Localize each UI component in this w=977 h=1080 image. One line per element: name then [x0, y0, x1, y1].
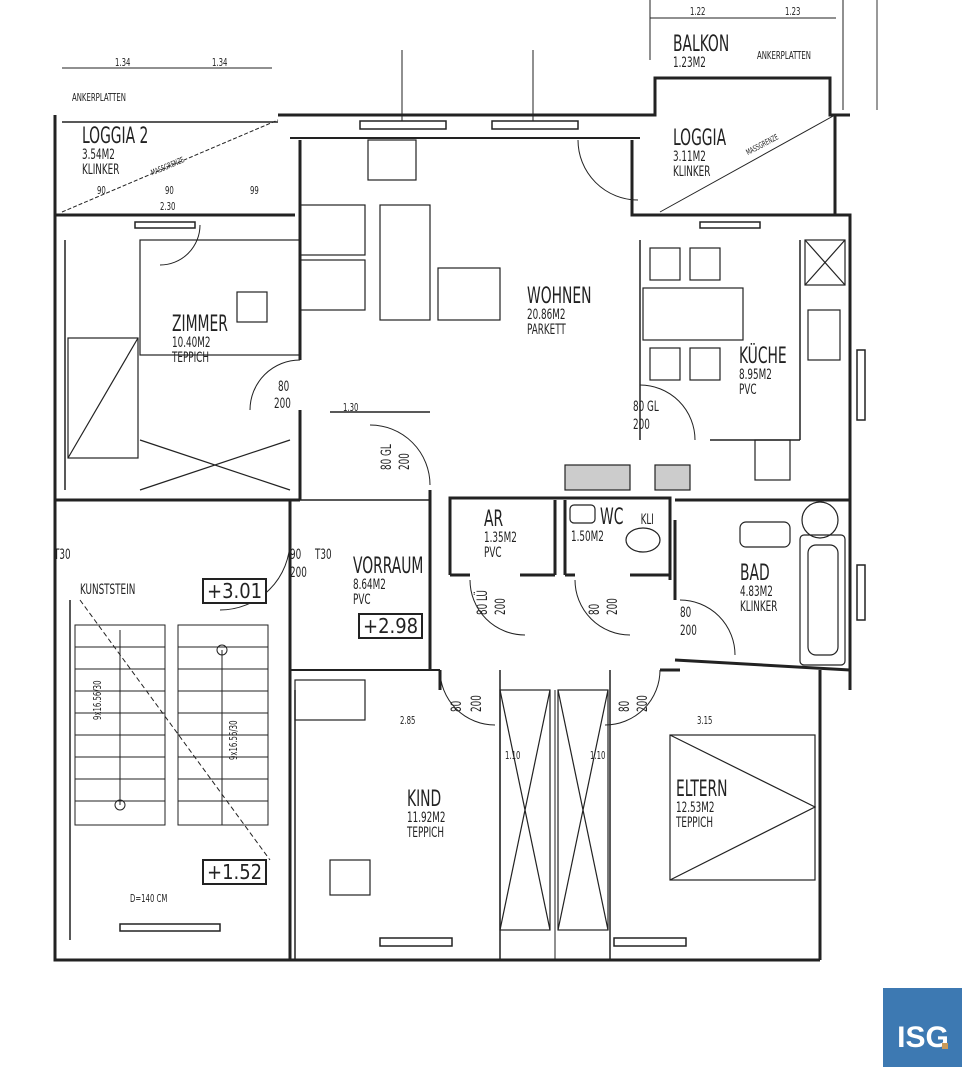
room-name: KÜCHE — [739, 344, 787, 369]
room-bad: BAD 4.83M2 KLINKER — [740, 562, 777, 614]
level-marker-lower: +1.52 — [202, 859, 268, 885]
room-eltern: ELTERN 12.53M2 TEPPICH — [676, 778, 728, 830]
level-marker-vorraum: +2.98 — [358, 613, 424, 639]
t30-label: T30 — [54, 547, 71, 563]
dim-text: 1.34 — [212, 56, 228, 69]
room-wc-area: 1.50M2 — [571, 529, 604, 545]
room-ar: AR 1.35M2 PVC — [484, 508, 517, 560]
stair-width: D=140 CM — [130, 892, 168, 905]
room-area: 8.95M2 — [739, 367, 772, 384]
room-name: ZIMMER — [172, 312, 228, 337]
room-wc: WC KLI — [600, 506, 654, 529]
dim-text: 1.34 — [115, 56, 131, 69]
room-floor: TEPPICH — [676, 814, 713, 831]
room-area: 1.35M2 — [484, 530, 517, 547]
room-area: 3.11M2 — [673, 149, 706, 166]
room-loggia: LOGGIA 3.11M2 KLINKER — [673, 127, 726, 179]
room-area: 11.92M2 — [407, 810, 446, 827]
room-floor: PVC — [739, 381, 757, 398]
dim-text: 1.22 — [690, 5, 706, 18]
dim-text: 80 — [587, 603, 603, 615]
dim-text: 200 — [469, 695, 485, 712]
room-name: BALKON — [673, 32, 730, 57]
room-balkon: BALKON 1.23M2 — [673, 33, 729, 71]
room-kueche: KÜCHE 8.95M2 PVC — [739, 345, 787, 397]
room-name: VORRAUM — [353, 554, 424, 579]
room-floor: KLINKER — [82, 161, 120, 178]
room-vorraum: VORRAUM 8.64M2 PVC — [353, 555, 423, 607]
dim-text: 80 — [278, 379, 290, 395]
logo-accent-dot — [941, 1043, 948, 1049]
dim-text: 1.10 — [505, 749, 521, 762]
dim-text: 80 GL — [379, 444, 395, 470]
logo-text: ISG — [897, 1021, 949, 1054]
dim-text: 200 — [274, 396, 291, 412]
room-floor: KLINKER — [673, 163, 711, 180]
dim-text: 2.85 — [400, 714, 416, 727]
dim-text: 80 — [449, 700, 465, 712]
dim-text: 80 GL — [633, 399, 659, 415]
room-name: LOGGIA 2 — [82, 124, 149, 149]
dim-text: 200 — [397, 453, 413, 470]
dim-text: 200 — [680, 623, 697, 639]
dim-text: 80 LÜ — [475, 590, 491, 615]
room-name: BAD — [740, 561, 770, 586]
room-floor: PVC — [353, 591, 371, 608]
dim-text: 3.15 — [697, 714, 713, 727]
dim-text: 1.30 — [343, 401, 359, 414]
room-area: 4.83M2 — [740, 584, 773, 601]
room-extra: KLI — [640, 512, 654, 528]
room-name: AR — [484, 507, 504, 532]
room-floor: TEPPICH — [172, 349, 209, 366]
isg-logo: ISG — [883, 988, 962, 1067]
room-area: 10.40M2 — [172, 335, 211, 352]
ankerplatten-left: ANKERPLATTEN — [72, 91, 126, 104]
level-marker-upper: +3.01 — [202, 578, 268, 604]
room-name: KIND — [407, 787, 442, 812]
dim-text: 90 — [290, 547, 302, 563]
room-area: 20.86M2 — [527, 307, 566, 324]
room-floor: PARKETT — [527, 321, 566, 338]
room-name: ELTERN — [676, 777, 728, 802]
stair-label-down: 9x16.56/30 — [227, 720, 240, 760]
dim-text: 90 — [165, 184, 174, 197]
t30-door-label: T30 — [315, 547, 332, 563]
dim-text: 99 — [250, 184, 259, 197]
room-loggia2: LOGGIA 2 3.54M2 KLINKER — [82, 125, 148, 177]
dim-text: 1.23 — [785, 5, 801, 18]
dim-text: 90 — [97, 184, 106, 197]
room-name: LOGGIA — [673, 126, 727, 151]
dim-text: 1.10 — [590, 749, 606, 762]
ankerplatten-right: ANKERPLATTEN — [757, 49, 811, 62]
room-area: 8.64M2 — [353, 577, 386, 594]
room-name: WC — [600, 505, 624, 530]
room-zimmer: ZIMMER 10.40M2 TEPPICH — [172, 313, 228, 365]
room-name: WOHNEN — [527, 284, 592, 309]
dim-text: 2.30 — [160, 200, 176, 213]
kunststein-label: KUNSTSTEIN — [80, 582, 136, 598]
room-area: 12.53M2 — [676, 800, 715, 817]
dim-text: 200 — [633, 417, 650, 433]
room-floor: TEPPICH — [407, 824, 444, 841]
dim-text: 80 — [617, 700, 633, 712]
stair-label-up: 9x16.56/30 — [91, 680, 104, 720]
dim-text: 80 — [680, 605, 692, 621]
dim-text: 200 — [290, 565, 307, 581]
room-floor: KLINKER — [740, 598, 778, 615]
room-kind: KIND 11.92M2 TEPPICH — [407, 788, 445, 840]
dim-text: 200 — [493, 598, 509, 615]
dim-text: 200 — [605, 598, 621, 615]
room-area: 1.23M2 — [673, 55, 706, 72]
room-area: 3.54M2 — [82, 147, 115, 164]
room-wohnen: WOHNEN 20.86M2 PARKETT — [527, 285, 592, 337]
dim-text: 200 — [635, 695, 651, 712]
room-floor: PVC — [484, 544, 502, 561]
